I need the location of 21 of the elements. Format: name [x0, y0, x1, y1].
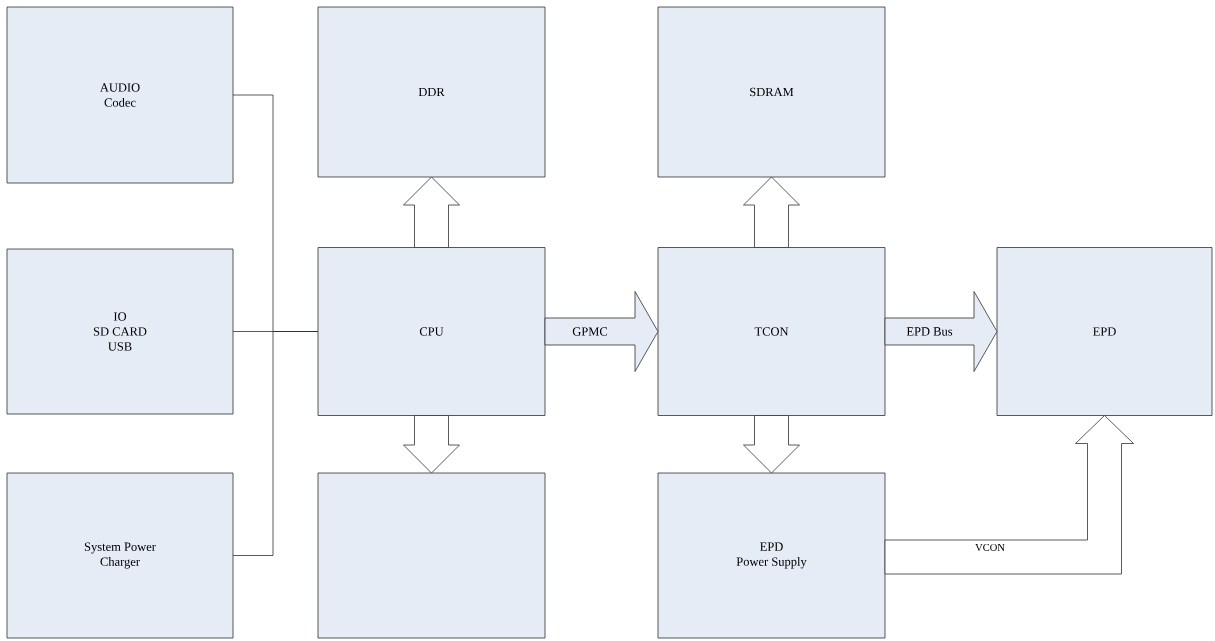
process-box: DDR [317, 6, 546, 178]
edge-label: EPD Bus [905, 326, 954, 337]
block-arrow [884, 415, 1134, 575]
block-arrow [743, 176, 800, 248]
edge-label: VCON [974, 542, 1006, 553]
block-arrow [403, 176, 460, 248]
block-arrow [884, 291, 998, 372]
process-box: AUDIO Codec [6, 6, 234, 184]
process-box: EPD Power Supply [657, 472, 886, 639]
edge-label: GPMC [571, 326, 609, 337]
process-box: System Power Charger [6, 472, 234, 639]
connector-line [232, 331, 319, 556]
block-arrow [544, 291, 659, 372]
process-box: SDRAM [657, 6, 886, 178]
process-box [317, 472, 546, 639]
process-box: IO SD CARD USB [6, 248, 234, 415]
process-box: EPD [996, 247, 1213, 416]
block-arrow [403, 415, 460, 474]
block-arrow [743, 415, 800, 474]
process-box: TCON [657, 247, 886, 416]
process-box: CPU [317, 247, 546, 416]
